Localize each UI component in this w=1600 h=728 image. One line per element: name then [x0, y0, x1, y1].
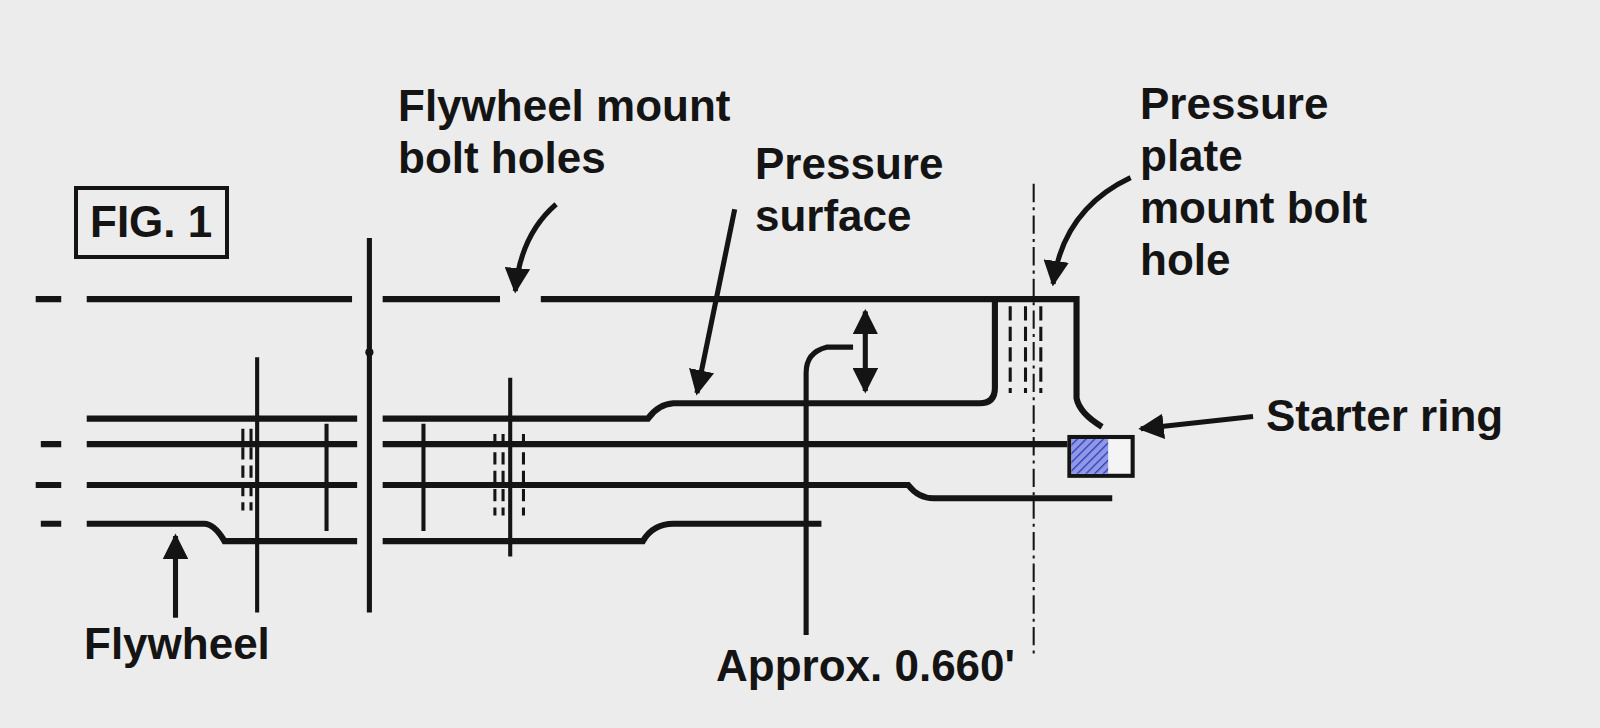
part-label: Flywheel mount bolt holes	[398, 80, 798, 184]
figure-box: FIG. 1	[74, 186, 229, 259]
part-label: Flywheel	[84, 618, 270, 670]
part-label: Pressure surface	[755, 138, 995, 242]
part-label: Pressure plate mount bolt hole	[1140, 78, 1385, 286]
outline-lines	[36, 238, 1113, 613]
starter-ring-hatch	[1071, 439, 1108, 474]
dimension-label: Approx. 0.660'	[716, 640, 1015, 692]
centre-dot	[365, 348, 373, 356]
starter-ring	[1069, 437, 1132, 476]
centre-line	[1033, 184, 1035, 654]
figure-number: FIG. 1	[90, 198, 213, 246]
bolt-hole-lines	[243, 306, 1041, 612]
leader-lines	[176, 178, 1254, 635]
part-label: Starter ring	[1266, 390, 1503, 442]
